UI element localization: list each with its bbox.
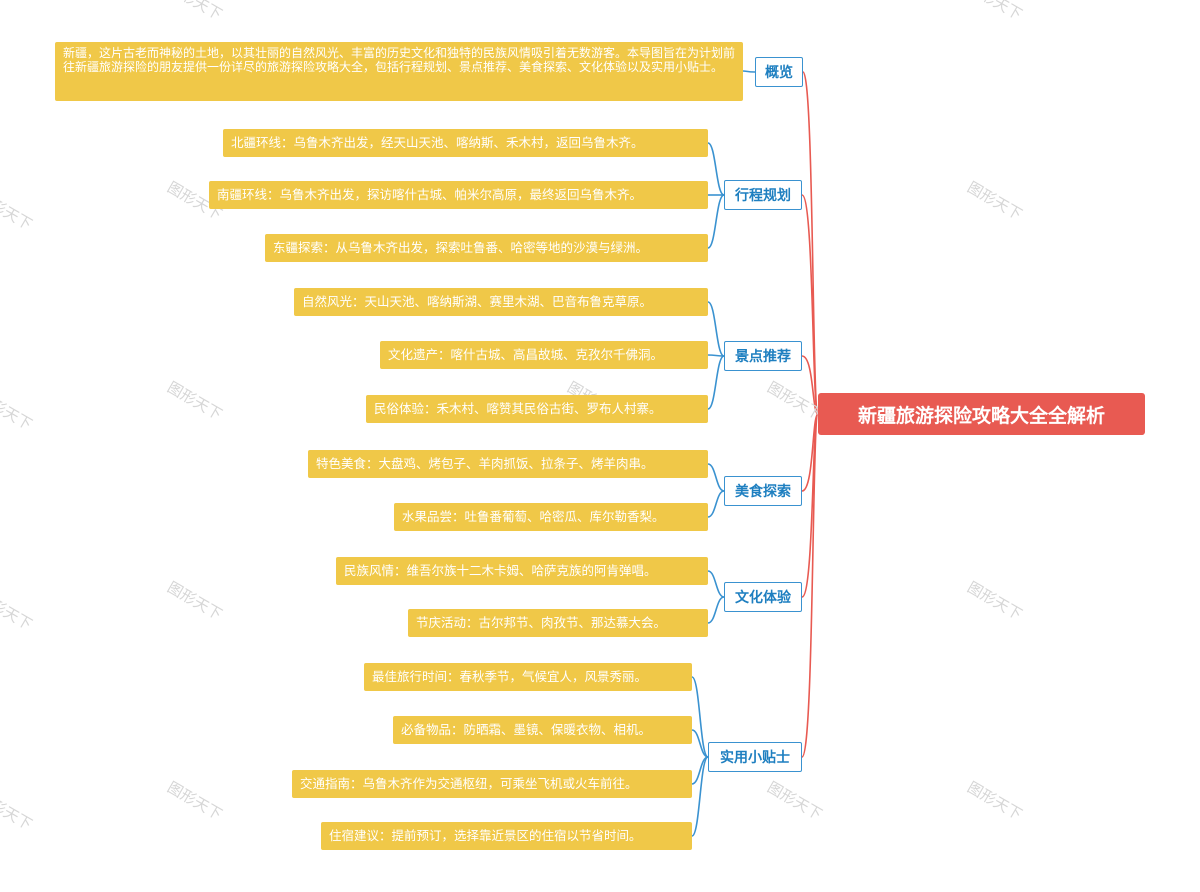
branch-leaf-connector [707, 490, 725, 518]
branch-leaf-connector [707, 570, 725, 598]
branch-leaf-connector [707, 142, 725, 196]
leaf-overview-intro[interactable]: 新疆，这片古老而神秘的土地，以其壮丽的自然风光、丰富的历史文化和独特的民族风情吸… [55, 42, 743, 101]
root-node[interactable]: 新疆旅游探险攻略大全全解析 [818, 393, 1145, 435]
leaf-tips-transport[interactable]: 交通指南：乌鲁木齐作为交通枢纽，可乘坐飞机或火车前往。 [292, 770, 692, 798]
leaf-attractions-heritage[interactable]: 文化遗产：喀什古城、高昌故城、克孜尔千佛洞。 [380, 341, 708, 369]
leaf-food-fruits[interactable]: 水果品尝：吐鲁番葡萄、哈密瓜、库尔勒香梨。 [394, 503, 708, 531]
branch-leaf-connector [707, 355, 725, 410]
root-branch-connector [801, 413, 819, 758]
leaf-itinerary-north[interactable]: 北疆环线：乌鲁木齐出发，经天山天池、喀纳斯、禾木村，返回乌鲁木齐。 [223, 129, 708, 157]
branch-food[interactable]: 美食探索 [724, 476, 802, 506]
branch-leaf-connector [742, 70, 756, 73]
branch-leaf-connector [691, 676, 709, 758]
branch-tips[interactable]: 实用小贴士 [708, 742, 802, 772]
branch-attractions[interactable]: 景点推荐 [724, 341, 802, 371]
branch-overview[interactable]: 概览 [755, 57, 803, 87]
leaf-culture-ethnic[interactable]: 民族风情：维吾尔族十二木卡姆、哈萨克族的阿肯弹唱。 [336, 557, 708, 585]
leaf-itinerary-east[interactable]: 东疆探索：从乌鲁木齐出发，探索吐鲁番、哈密等地的沙漠与绿洲。 [265, 234, 708, 262]
branch-leaf-connector [707, 596, 725, 624]
leaf-tips-time[interactable]: 最佳旅行时间：春秋季节，气候宜人，风景秀丽。 [364, 663, 692, 691]
branch-culture[interactable]: 文化体验 [724, 582, 802, 612]
branch-leaf-connector [691, 756, 709, 837]
branch-leaf-connector [707, 301, 725, 357]
leaf-attractions-nature[interactable]: 自然风光：天山天池、喀纳斯湖、赛里木湖、巴音布鲁克草原。 [294, 288, 708, 316]
leaf-itinerary-south[interactable]: 南疆环线：乌鲁木齐出发，探访喀什古城、帕米尔高原，最终返回乌鲁木齐。 [209, 181, 708, 209]
root-branch-connector [801, 194, 819, 415]
branch-leaf-connector [691, 729, 709, 758]
leaf-tips-lodging[interactable]: 住宿建议：提前预订，选择靠近景区的住宿以节省时间。 [321, 822, 692, 850]
branch-leaf-connector [707, 194, 725, 249]
branch-itinerary[interactable]: 行程规划 [724, 180, 802, 210]
root-branch-connector [802, 71, 819, 415]
leaf-tips-items[interactable]: 必备物品：防晒霜、墨镜、保暖衣物、相机。 [393, 716, 692, 744]
leaf-attractions-folk[interactable]: 民俗体验：禾木村、喀赞其民俗古街、罗布人村寨。 [366, 395, 708, 423]
branch-leaf-connector [707, 463, 725, 492]
leaf-culture-festivals[interactable]: 节庆活动：古尔邦节、肉孜节、那达慕大会。 [408, 609, 708, 637]
leaf-food-specialties[interactable]: 特色美食：大盘鸡、烤包子、羊肉抓饭、拉条子、烤羊肉串。 [308, 450, 708, 478]
root-branch-connector [801, 355, 819, 415]
